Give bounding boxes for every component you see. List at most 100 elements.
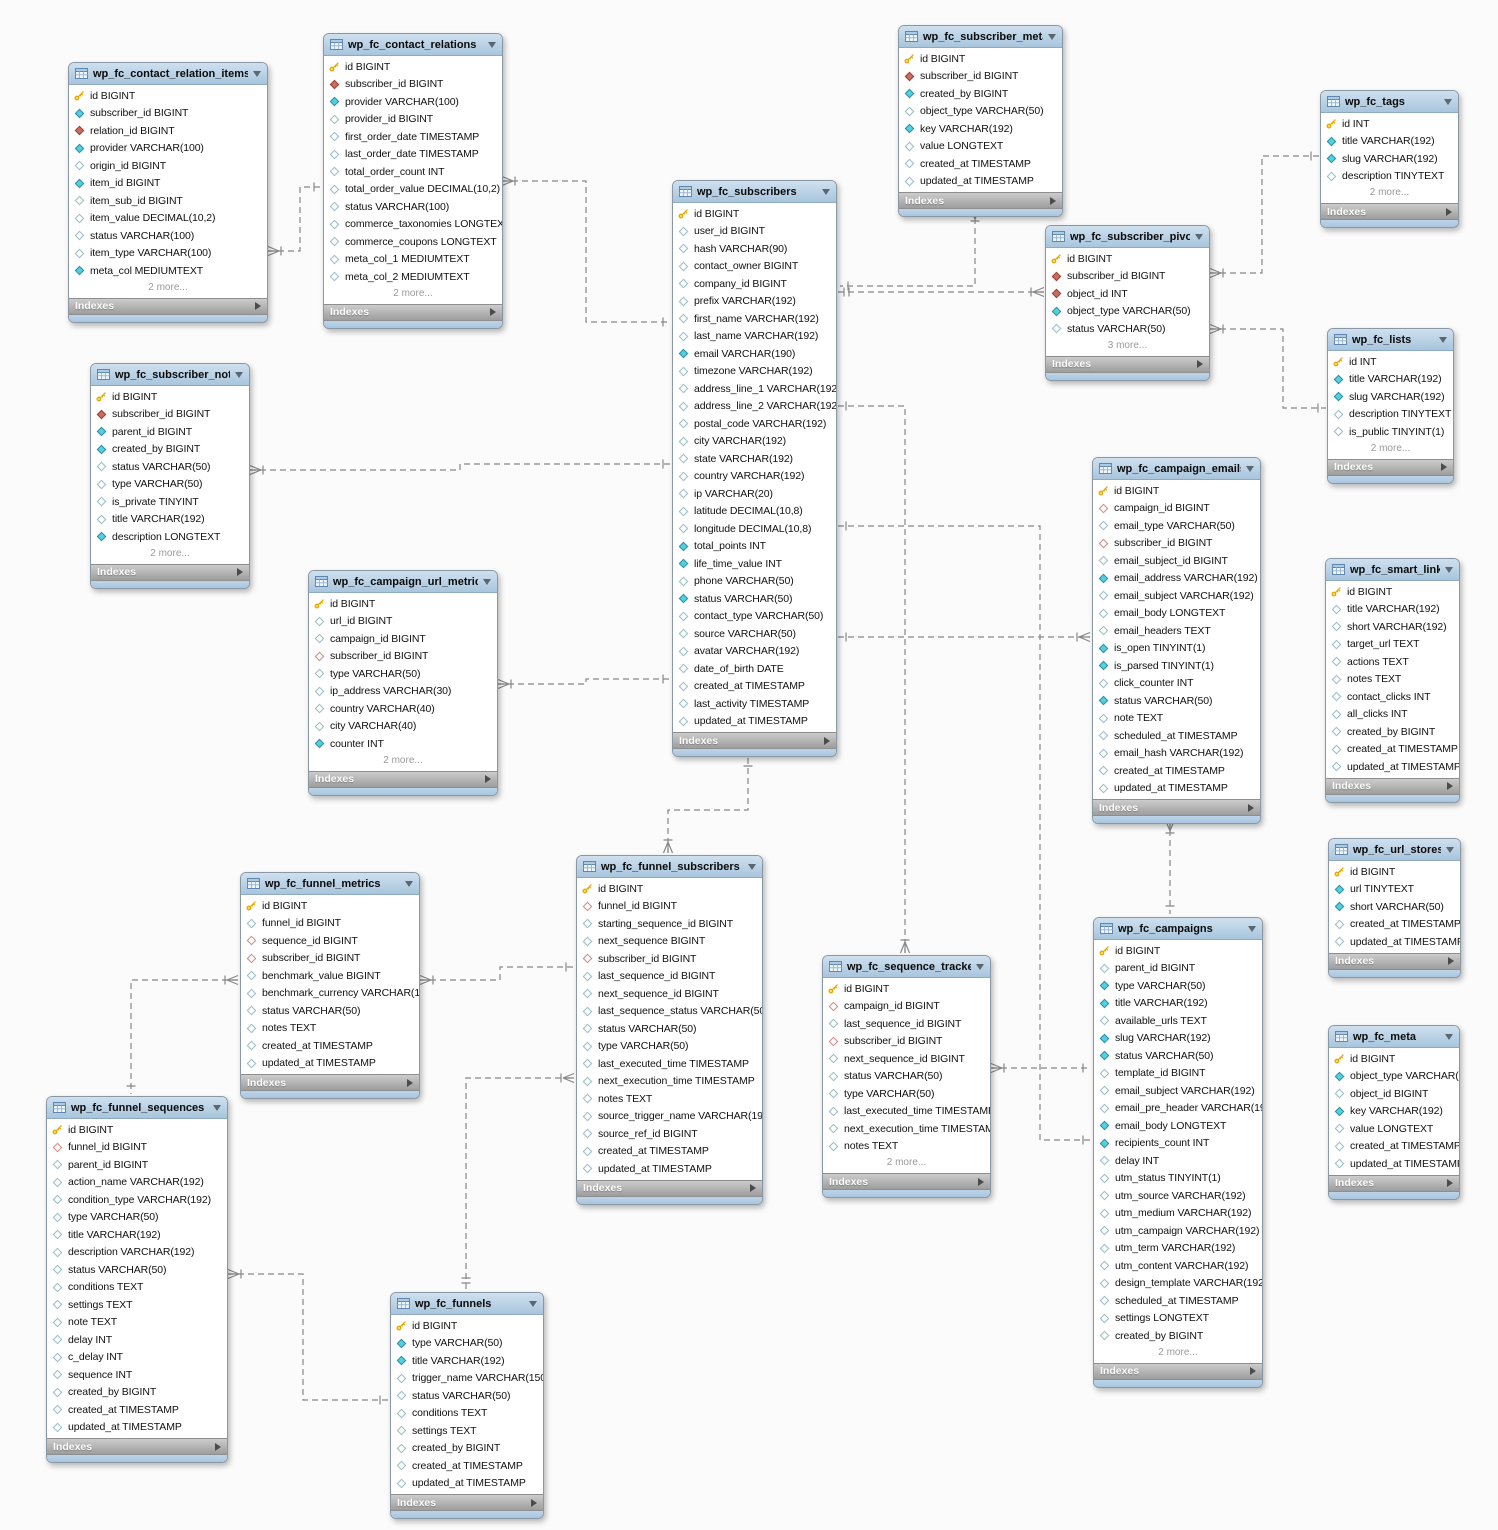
table-header[interactable]: wp_fc_subscribers — [673, 181, 836, 203]
relationship-connector[interactable] — [497, 674, 671, 690]
relationship-connector[interactable] — [501, 175, 671, 327]
expand-arrow-icon[interactable] — [750, 1184, 756, 1192]
collapse-triangle-icon[interactable] — [1444, 98, 1452, 105]
collapse-triangle-icon[interactable] — [1248, 925, 1256, 932]
collapse-triangle-icon[interactable] — [1445, 566, 1453, 573]
table-header[interactable]: wp_fc_smart_links — [1326, 559, 1459, 581]
collapse-triangle-icon[interactable] — [253, 70, 261, 77]
table-header[interactable]: wp_fc_lists — [1328, 329, 1453, 351]
expand-arrow-icon[interactable] — [531, 1498, 537, 1507]
indexes-bar[interactable]: Indexes — [91, 563, 249, 581]
indexes-bar[interactable]: Indexes — [1329, 1174, 1459, 1192]
indexes-bar[interactable]: Indexes — [324, 303, 502, 321]
expand-arrow-icon[interactable] — [1448, 957, 1454, 965]
expand-arrow-icon[interactable] — [1446, 207, 1452, 216]
indexes-bar[interactable]: Indexes — [577, 1179, 762, 1197]
table-header[interactable]: wp_fc_funnels — [391, 1293, 543, 1315]
expand-arrow-icon[interactable] — [1441, 463, 1447, 471]
collapse-triangle-icon[interactable] — [1445, 1033, 1453, 1040]
expand-arrow-icon[interactable] — [485, 775, 491, 783]
table-header[interactable]: wp_fc_campaign_url_metrics — [309, 571, 497, 593]
collapse-triangle-icon[interactable] — [483, 578, 491, 585]
table-header[interactable]: wp_fc_meta — [1329, 1026, 1459, 1048]
more-columns-link[interactable]: 2 more... — [148, 281, 188, 293]
collapse-triangle-icon[interactable] — [213, 1104, 221, 1111]
table-wp_fc_subscriber_notes[interactable]: wp_fc_subscriber_notesid BIGINTsubscribe… — [90, 363, 250, 589]
collapse-triangle-icon[interactable] — [488, 41, 496, 48]
expand-arrow-icon[interactable] — [1250, 1367, 1256, 1375]
collapse-triangle-icon[interactable] — [1246, 465, 1254, 472]
expand-arrow-icon[interactable] — [1248, 803, 1254, 812]
relationship-connector[interactable] — [662, 758, 753, 854]
more-columns-link[interactable]: 3 more... — [1107, 339, 1148, 351]
table-header[interactable]: wp_fc_subscriber_pivot — [1046, 226, 1209, 248]
relationship-connector[interactable] — [838, 521, 1091, 1145]
indexes-bar[interactable]: Indexes — [673, 732, 836, 749]
expand-arrow-icon[interactable] — [824, 736, 830, 745]
collapse-triangle-icon[interactable] — [822, 188, 830, 195]
relationship-connector[interactable] — [126, 974, 239, 1095]
indexes-bar[interactable]: Indexes — [1046, 355, 1209, 373]
expand-arrow-icon[interactable] — [490, 308, 496, 316]
indexes-bar[interactable]: Indexes — [47, 1438, 227, 1455]
table-header[interactable]: wp_fc_campaigns — [1094, 918, 1262, 940]
expand-arrow-icon[interactable] — [978, 1177, 984, 1186]
expand-arrow-icon[interactable] — [1447, 782, 1453, 790]
relationship-connector[interactable] — [838, 286, 1045, 298]
relationship-connector[interactable] — [838, 631, 1091, 643]
expand-arrow-icon[interactable] — [1447, 1179, 1453, 1187]
relationship-connector[interactable] — [840, 207, 981, 291]
collapse-triangle-icon[interactable] — [405, 880, 413, 887]
relationship-connector[interactable] — [267, 182, 322, 257]
expand-arrow-icon[interactable] — [215, 1442, 221, 1451]
indexes-bar[interactable]: Indexes — [1094, 1362, 1262, 1380]
expand-arrow-icon[interactable] — [1050, 196, 1056, 205]
indexes-bar[interactable]: Indexes — [391, 1494, 543, 1511]
indexes-bar[interactable]: Indexes — [241, 1074, 419, 1091]
table-header[interactable]: wp_fc_funnel_subscribers — [577, 856, 762, 878]
expand-arrow-icon[interactable] — [1197, 360, 1203, 368]
expand-arrow-icon[interactable] — [237, 568, 243, 576]
collapse-triangle-icon[interactable] — [529, 1300, 537, 1307]
indexes-bar[interactable]: Indexes — [1093, 799, 1260, 816]
table-header[interactable]: wp_fc_sequence_tracker — [823, 956, 990, 978]
table-header[interactable]: wp_fc_subscriber_notes — [91, 364, 249, 386]
table-header[interactable]: wp_fc_url_stores — [1329, 839, 1460, 861]
table-header[interactable]: wp_fc_contact_relation_items — [69, 63, 267, 85]
collapse-triangle-icon[interactable] — [976, 963, 984, 970]
collapse-triangle-icon[interactable] — [1446, 846, 1454, 853]
relationship-connector[interactable] — [838, 401, 911, 954]
more-columns-link[interactable]: 2 more... — [1369, 187, 1410, 198]
more-columns-link[interactable]: 2 more... — [393, 287, 433, 299]
table-header[interactable]: wp_fc_funnel_metrics — [241, 873, 419, 895]
relationship-connector[interactable] — [227, 1268, 388, 1405]
indexes-bar[interactable]: Indexes — [899, 192, 1062, 209]
expand-arrow-icon[interactable] — [407, 1078, 413, 1087]
table-header[interactable]: wp_fc_funnel_sequences — [47, 1097, 227, 1119]
more-columns-link[interactable]: 2 more... — [1158, 1346, 1198, 1358]
indexes-bar[interactable]: Indexes — [309, 770, 497, 788]
relationship-connector[interactable] — [461, 1072, 575, 1290]
table-header[interactable]: wp_fc_contact_relations — [324, 34, 502, 56]
indexes-bar[interactable]: Indexes — [69, 297, 267, 315]
more-columns-link[interactable]: 2 more... — [1370, 442, 1411, 454]
expand-arrow-icon[interactable] — [255, 302, 261, 310]
more-columns-link[interactable]: 2 more... — [383, 754, 423, 766]
relationship-connector[interactable] — [249, 459, 671, 476]
collapse-triangle-icon[interactable] — [748, 863, 756, 870]
indexes-bar[interactable]: Indexes — [1326, 777, 1459, 795]
